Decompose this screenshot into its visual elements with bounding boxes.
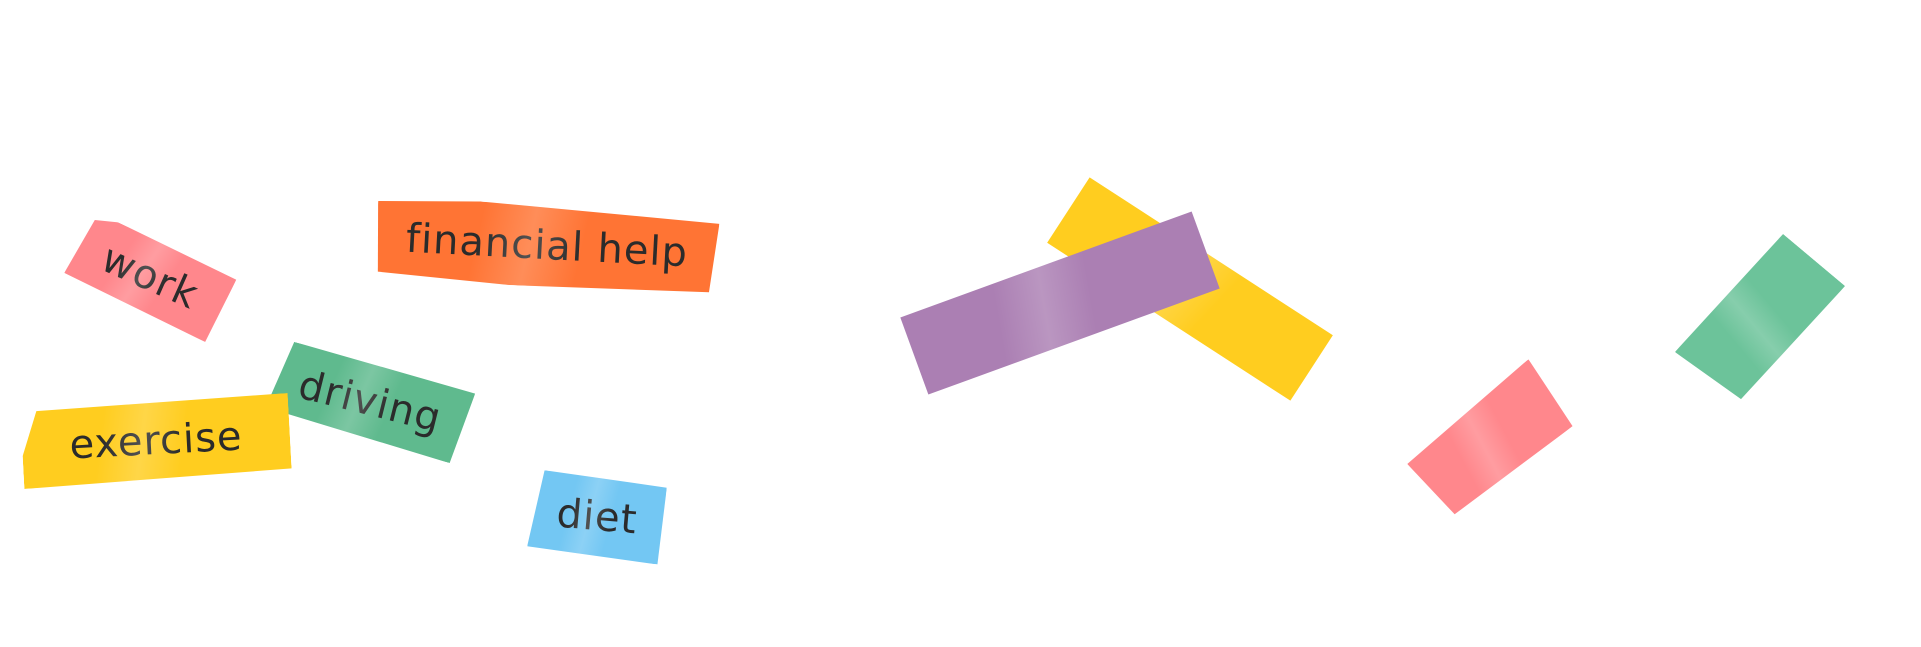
- tape-text-work: work: [94, 235, 206, 319]
- tape-label-driving: driving: [263, 339, 476, 465]
- tape-label-exercise: exercise: [20, 393, 292, 489]
- tape-text-exercise: exercise: [68, 413, 244, 469]
- tape-label-work: work: [62, 211, 238, 344]
- tape-text-diet: diet: [554, 490, 640, 544]
- tape-text-financial-help: financial help: [404, 215, 690, 277]
- tape-label-financial-help: financial help: [374, 196, 720, 296]
- tape-text-driving: driving: [293, 362, 447, 442]
- decorative-tape-green: [1675, 229, 1845, 408]
- tape-label-diet: diet: [527, 469, 668, 564]
- decorative-tape-red: [1402, 359, 1577, 521]
